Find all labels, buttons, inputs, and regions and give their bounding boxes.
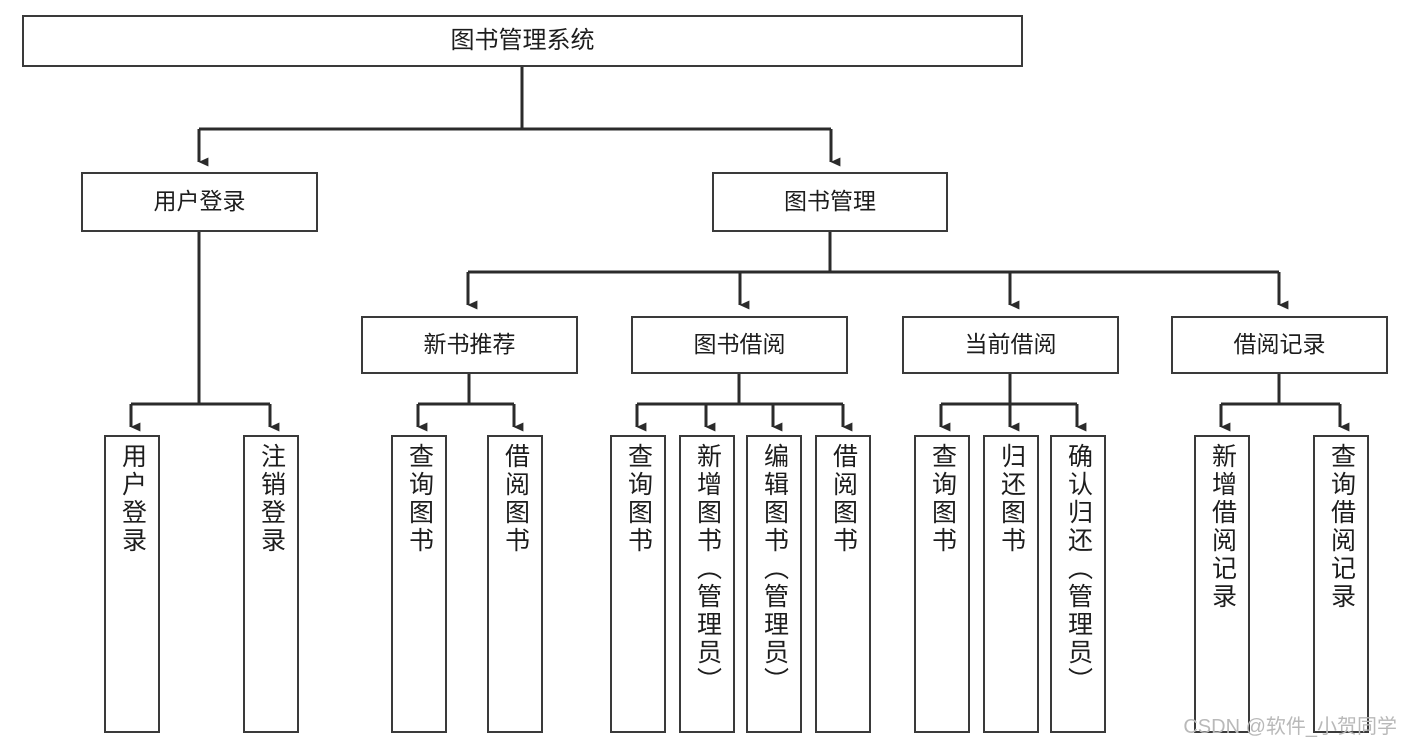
node-book-borrow[interactable]: 图书借阅 — [631, 316, 848, 374]
leaf-current-confirm-return-admin[interactable]: 确认归还（管理员） — [1050, 435, 1106, 733]
node-label: 确认归还（管理员） — [1064, 443, 1093, 695]
node-label: 归还图书 — [997, 443, 1026, 555]
leaf-user-login-login[interactable]: 用户登录 — [104, 435, 160, 733]
node-label: 借阅图书 — [829, 443, 858, 555]
leaf-record-query-record[interactable]: 查询借阅记录 — [1313, 435, 1369, 733]
node-label: 图书管理系统 — [450, 26, 595, 54]
leaf-user-login-logout[interactable]: 注销登录 — [243, 435, 299, 733]
node-label: 新增图书（管理员） — [693, 443, 722, 695]
node-label: 查询图书 — [405, 443, 434, 555]
node-label: 查询借阅记录 — [1327, 443, 1356, 611]
node-label: 用户登录 — [118, 443, 147, 555]
node-label: 借阅记录 — [1233, 331, 1326, 358]
node-label: 用户登录 — [153, 188, 246, 215]
node-label: 借阅图书 — [501, 443, 530, 555]
node-label: 查询图书 — [624, 443, 653, 555]
leaf-recommend-borrow-book[interactable]: 借阅图书 — [487, 435, 543, 733]
leaf-current-query-book[interactable]: 查询图书 — [914, 435, 970, 733]
node-root-system[interactable]: 图书管理系统 — [22, 15, 1023, 67]
leaf-record-add-record[interactable]: 新增借阅记录 — [1194, 435, 1250, 733]
node-label: 图书管理 — [784, 188, 876, 215]
leaf-borrow-borrow-book[interactable]: 借阅图书 — [815, 435, 871, 733]
node-borrow-record[interactable]: 借阅记录 — [1171, 316, 1388, 374]
node-label: 编辑图书（管理员） — [760, 443, 789, 695]
leaf-recommend-query-book[interactable]: 查询图书 — [391, 435, 447, 733]
node-current-borrow[interactable]: 当前借阅 — [902, 316, 1119, 374]
leaf-borrow-add-book-admin[interactable]: 新增图书（管理员） — [679, 435, 735, 733]
leaf-borrow-query-book[interactable]: 查询图书 — [610, 435, 666, 733]
node-label: 当前借阅 — [964, 331, 1057, 358]
node-label: 注销登录 — [257, 443, 286, 555]
leaf-current-return-book[interactable]: 归还图书 — [983, 435, 1039, 733]
node-label: 查询图书 — [928, 443, 957, 555]
node-new-book-recommend[interactable]: 新书推荐 — [361, 316, 578, 374]
node-label: 新书推荐 — [423, 331, 516, 358]
node-label: 图书借阅 — [693, 331, 786, 358]
node-book-management[interactable]: 图书管理 — [712, 172, 948, 232]
leaf-borrow-edit-book-admin[interactable]: 编辑图书（管理员） — [746, 435, 802, 733]
node-label: 新增借阅记录 — [1208, 443, 1237, 611]
node-user-login[interactable]: 用户登录 — [81, 172, 318, 232]
